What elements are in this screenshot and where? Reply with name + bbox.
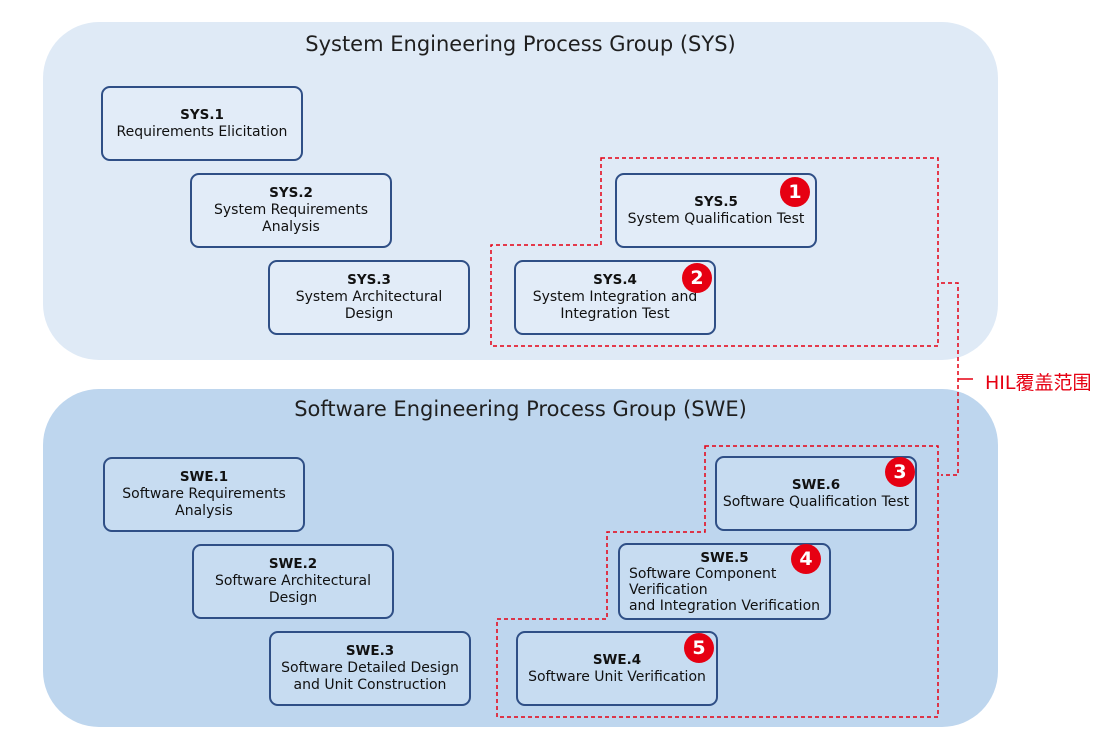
hil-swe-outline (496, 445, 939, 718)
sys3-code: SYS.3 (347, 272, 391, 288)
swe3-box[interactable]: SWE.3 Software Detailed Design and Unit … (269, 631, 471, 706)
sys2-code: SYS.2 (269, 185, 313, 201)
swe3-desc: Software Detailed Design and Unit Constr… (281, 660, 459, 693)
badge-5: 5 (684, 633, 714, 663)
swe2-code: SWE.2 (268, 556, 318, 572)
sys1-code: SYS.1 (180, 106, 224, 123)
swe3-code: SWE.3 (345, 643, 395, 659)
sys2-desc: System Requirements Analysis (214, 202, 368, 235)
sys4-desc: System Integration and Integration Test (532, 289, 698, 322)
swe6-desc: Software Qualification Test (722, 493, 910, 510)
swe1-box[interactable]: SWE.1 Software Requirements Analysis (103, 457, 305, 532)
badge-4: 4 (791, 544, 821, 574)
sys-process-group: System Engineering Process Group (SYS) S… (43, 22, 998, 360)
sys3-box[interactable]: SYS.3 System Architectural Design (268, 260, 470, 335)
badge-3: 3 (885, 457, 915, 487)
sys4-box[interactable]: SYS.4 System Integration and Integration… (514, 260, 716, 335)
sys1-box[interactable]: SYS.1 Requirements Elicitation (101, 86, 303, 161)
swe4-code: SWE.4 (592, 651, 642, 668)
hil-coverage-label: HIL覆盖范围 (985, 372, 1092, 394)
swe1-desc: Software Requirements Analysis (122, 486, 286, 519)
swe-group-title: Software Engineering Process Group (SWE) (294, 397, 747, 421)
sys5-desc: System Qualification Test (627, 210, 805, 227)
swe5-desc: Software Component Verification and Inte… (628, 565, 821, 614)
swe6-code: SWE.6 (791, 476, 841, 493)
sys3-desc: System Architectural Design (295, 289, 443, 322)
badge-1: 1 (780, 177, 810, 207)
hil-sys-outline (490, 157, 939, 347)
badge-2: 2 (682, 263, 712, 293)
sys2-box[interactable]: SYS.2 System Requirements Analysis (190, 173, 392, 248)
swe5-code: SWE.5 (700, 549, 749, 566)
swe2-box[interactable]: SWE.2 Software Architectural Design (192, 544, 394, 619)
hil-bracket (941, 282, 959, 476)
sys5-code: SYS.5 (694, 193, 738, 210)
swe6-box[interactable]: SWE.6 Software Qualification Test (715, 456, 917, 531)
swe1-code: SWE.1 (179, 469, 229, 485)
sys4-code: SYS.4 (593, 272, 637, 288)
sys-group-title: System Engineering Process Group (SYS) (305, 32, 736, 56)
swe4-desc: Software Unit Verification (528, 668, 706, 685)
sys1-desc: Requirements Elicitation (116, 123, 288, 140)
swe-process-group: Software Engineering Process Group (SWE)… (43, 389, 998, 727)
swe2-desc: Software Architectural Design (214, 573, 372, 606)
